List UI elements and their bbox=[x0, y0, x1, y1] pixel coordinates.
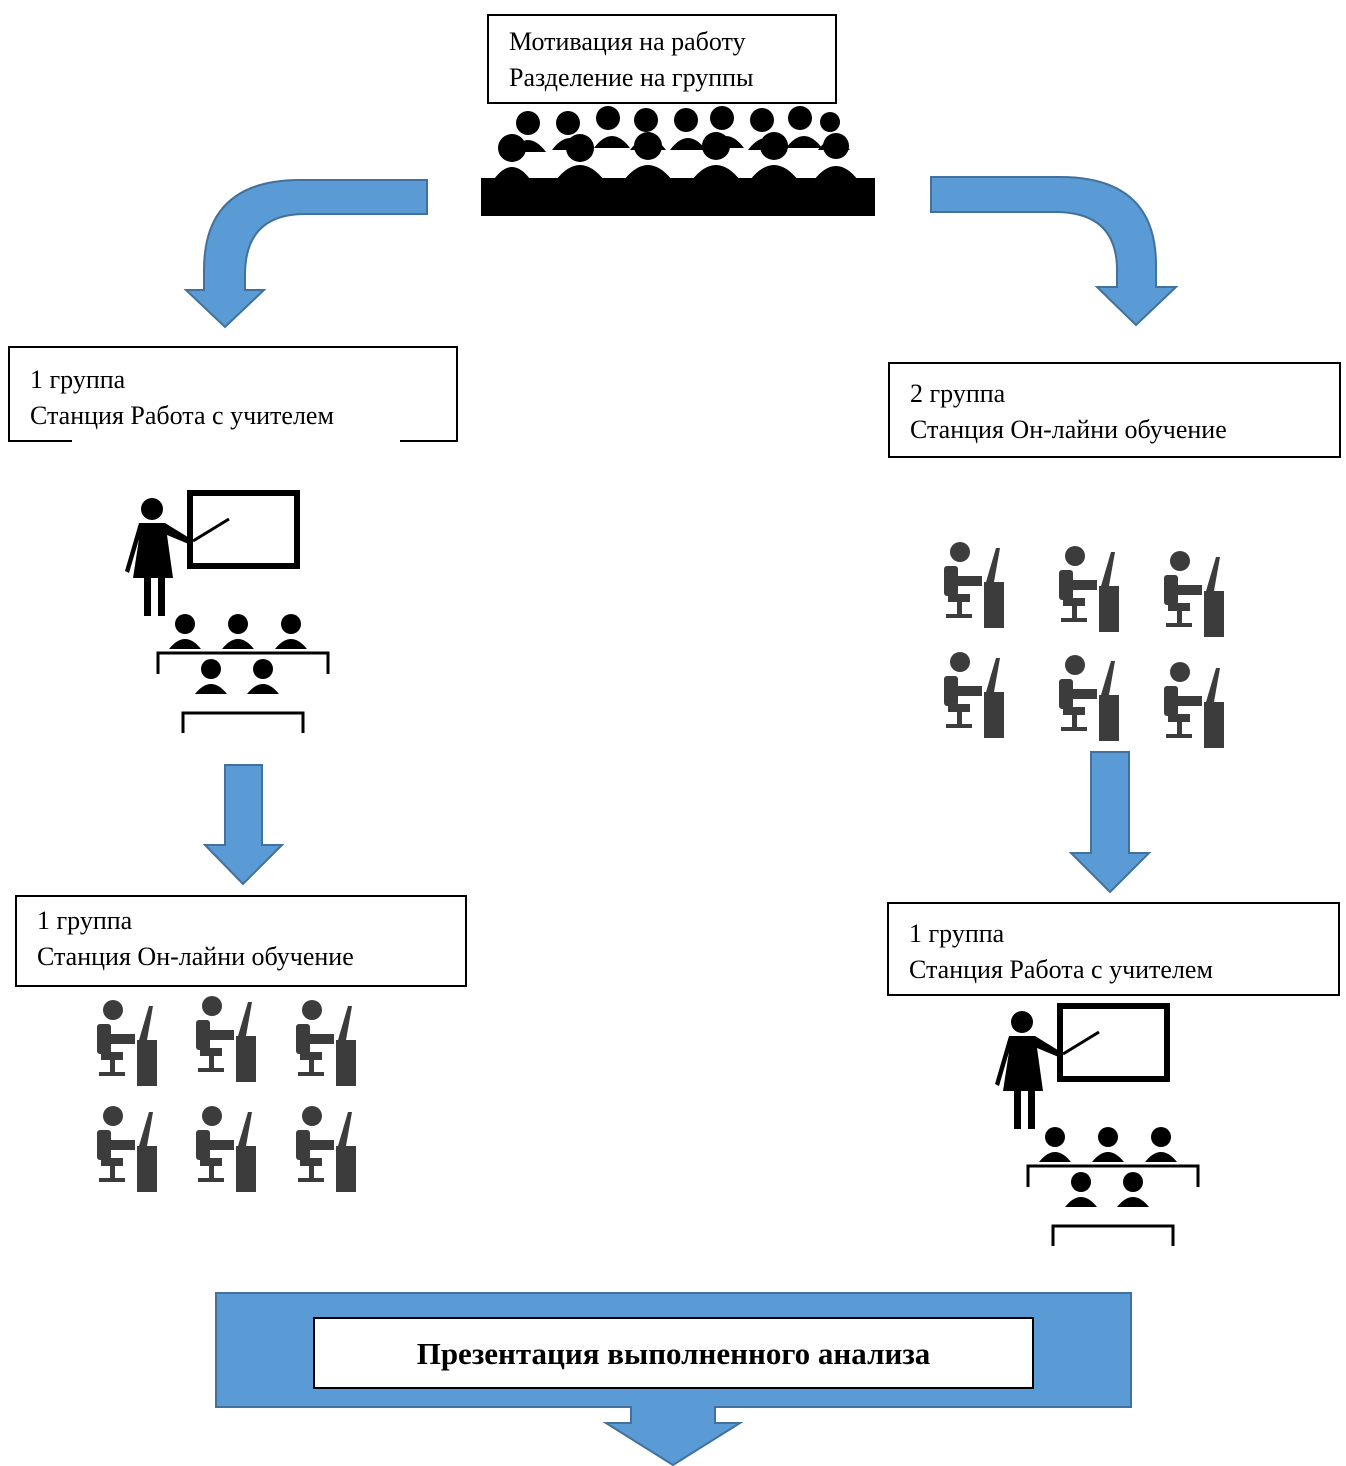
box-line: 2 группа bbox=[910, 379, 1006, 408]
curved-arrow-left-icon bbox=[183, 179, 428, 329]
box-line: 1 группа bbox=[37, 906, 133, 935]
box-line: 1 группа bbox=[909, 919, 1005, 948]
computer-workers-icon bbox=[97, 996, 356, 1192]
box-line: Мотивация на работу bbox=[509, 27, 746, 56]
audience-icon bbox=[481, 106, 875, 216]
teacher-classroom-icon bbox=[995, 1003, 1200, 1246]
box-line: Станция Работа с учителем bbox=[30, 401, 334, 430]
group2-online-station-box: 2 группа Станция Он-лайни обучение bbox=[888, 362, 1341, 458]
box-line: Разделение на группы bbox=[509, 63, 754, 92]
box-line: Станция Работа с учителем bbox=[909, 955, 1213, 984]
computer-workers-icon bbox=[944, 542, 1224, 748]
down-arrow-right-icon bbox=[1068, 751, 1152, 894]
final-presentation-label: Презентация выполненного анализа bbox=[416, 1336, 931, 1371]
curved-arrow-right-icon bbox=[930, 176, 1179, 327]
group1-online-station-box: 1 группа Станция Он-лайни обучение bbox=[15, 895, 467, 987]
group2-teacher-station-box: 1 группа Станция Работа с учителем bbox=[887, 902, 1340, 996]
teacher-classroom-icon bbox=[125, 490, 330, 733]
box-line: 1 группа bbox=[30, 365, 126, 394]
box-line: Станция Он-лайни обучение bbox=[910, 415, 1227, 444]
box-line: Станция Он-лайни обучение bbox=[37, 942, 354, 971]
final-presentation-box: Презентация выполненного анализа bbox=[313, 1317, 1034, 1389]
border-gap bbox=[72, 440, 400, 444]
group1-teacher-station-box: 1 группа Станция Работа с учителем bbox=[8, 346, 458, 442]
down-arrow-left-icon bbox=[202, 764, 285, 886]
motivation-box: Мотивация на работу Разделение на группы bbox=[487, 14, 837, 104]
